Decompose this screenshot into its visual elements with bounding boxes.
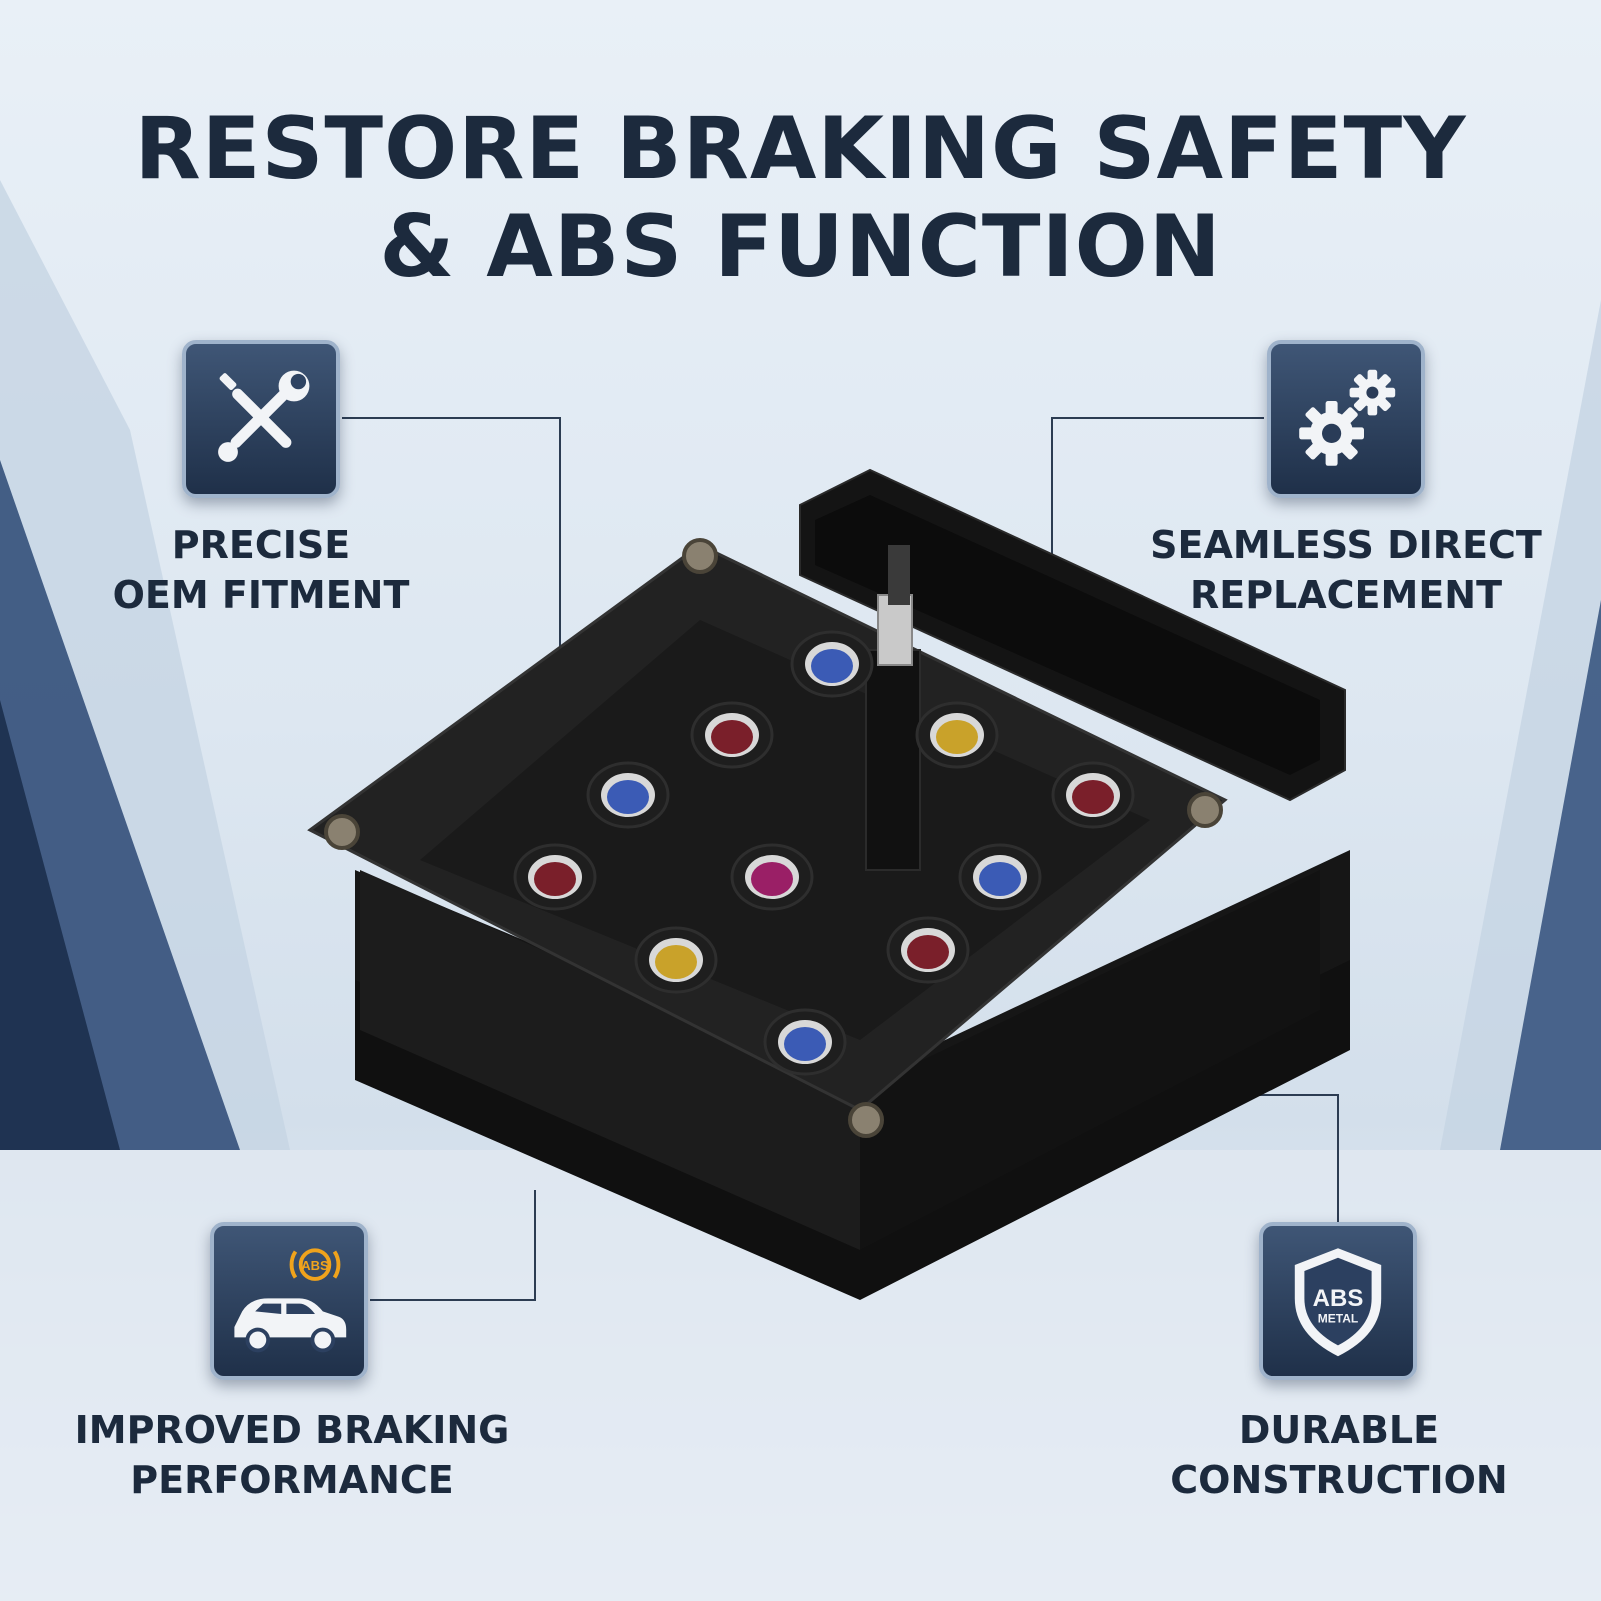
label-precise-fitment-line1: PRECISE	[171, 523, 351, 567]
abs-icon-text: ABS	[301, 1258, 329, 1273]
badge-improved-braking: ABS	[210, 1222, 368, 1380]
port-7	[513, 843, 597, 911]
label-durable-construction-line2: CONSTRUCTION	[1170, 1458, 1508, 1502]
label-durable-construction-line1: DURABLE	[1238, 1408, 1440, 1452]
mounting-bolts	[324, 538, 1223, 1138]
badge-durable-construction: ABS METAL	[1259, 1222, 1417, 1380]
label-durable-construction: DURABLE CONSTRUCTION	[1139, 1405, 1539, 1505]
abs-shield-icon: ABS METAL	[1294, 1248, 1382, 1357]
label-improved-braking-line1: IMPROVED BRAKING	[74, 1408, 510, 1452]
shield-text-metal: METAL	[1318, 1312, 1358, 1326]
port-11	[763, 1008, 847, 1076]
port-9	[634, 926, 718, 994]
shield-text-abs: ABS	[1313, 1285, 1364, 1312]
port-2	[690, 701, 774, 769]
badge-precise-fitment	[182, 340, 340, 498]
title-line-1: RESTORE BRAKING SAFETY	[134, 99, 1467, 199]
label-precise-fitment: PRECISE OEM FITMENT	[101, 520, 421, 620]
tools-icon	[218, 370, 310, 462]
label-seamless-replacement-line2: REPLACEMENT	[1189, 573, 1503, 617]
port-10	[886, 916, 970, 984]
pump-shaft	[865, 649, 921, 871]
port-group	[513, 630, 1135, 1076]
gears-icon	[1299, 369, 1396, 466]
port-1	[790, 630, 874, 698]
connector-top-right	[1051, 417, 1264, 560]
label-seamless-replacement: SEAMLESS DIRECT REPLACEMENT	[1146, 520, 1546, 620]
label-improved-braking-line2: PERFORMANCE	[130, 1458, 454, 1502]
module-body-right	[860, 870, 1320, 1250]
port-6	[730, 843, 814, 911]
page-title: RESTORE BRAKING SAFETY & ABS FUNCTION	[0, 100, 1601, 296]
label-seamless-replacement-line1: SEAMLESS DIRECT	[1150, 523, 1542, 567]
port-8	[958, 843, 1042, 911]
title-line-2: & ABS FUNCTION	[379, 197, 1222, 297]
port-3	[915, 701, 999, 769]
badge-seamless-replacement	[1267, 340, 1425, 498]
connector-top-left	[342, 417, 561, 650]
module-body-left	[360, 870, 860, 1250]
label-precise-fitment-line2: OEM FITMENT	[112, 573, 410, 617]
connector-bottom-left	[370, 1190, 536, 1301]
port-4	[586, 761, 670, 829]
car-abs-icon: ABS	[234, 1248, 347, 1353]
port-5	[1051, 761, 1135, 829]
label-improved-braking: IMPROVED BRAKING PERFORMANCE	[62, 1405, 522, 1505]
